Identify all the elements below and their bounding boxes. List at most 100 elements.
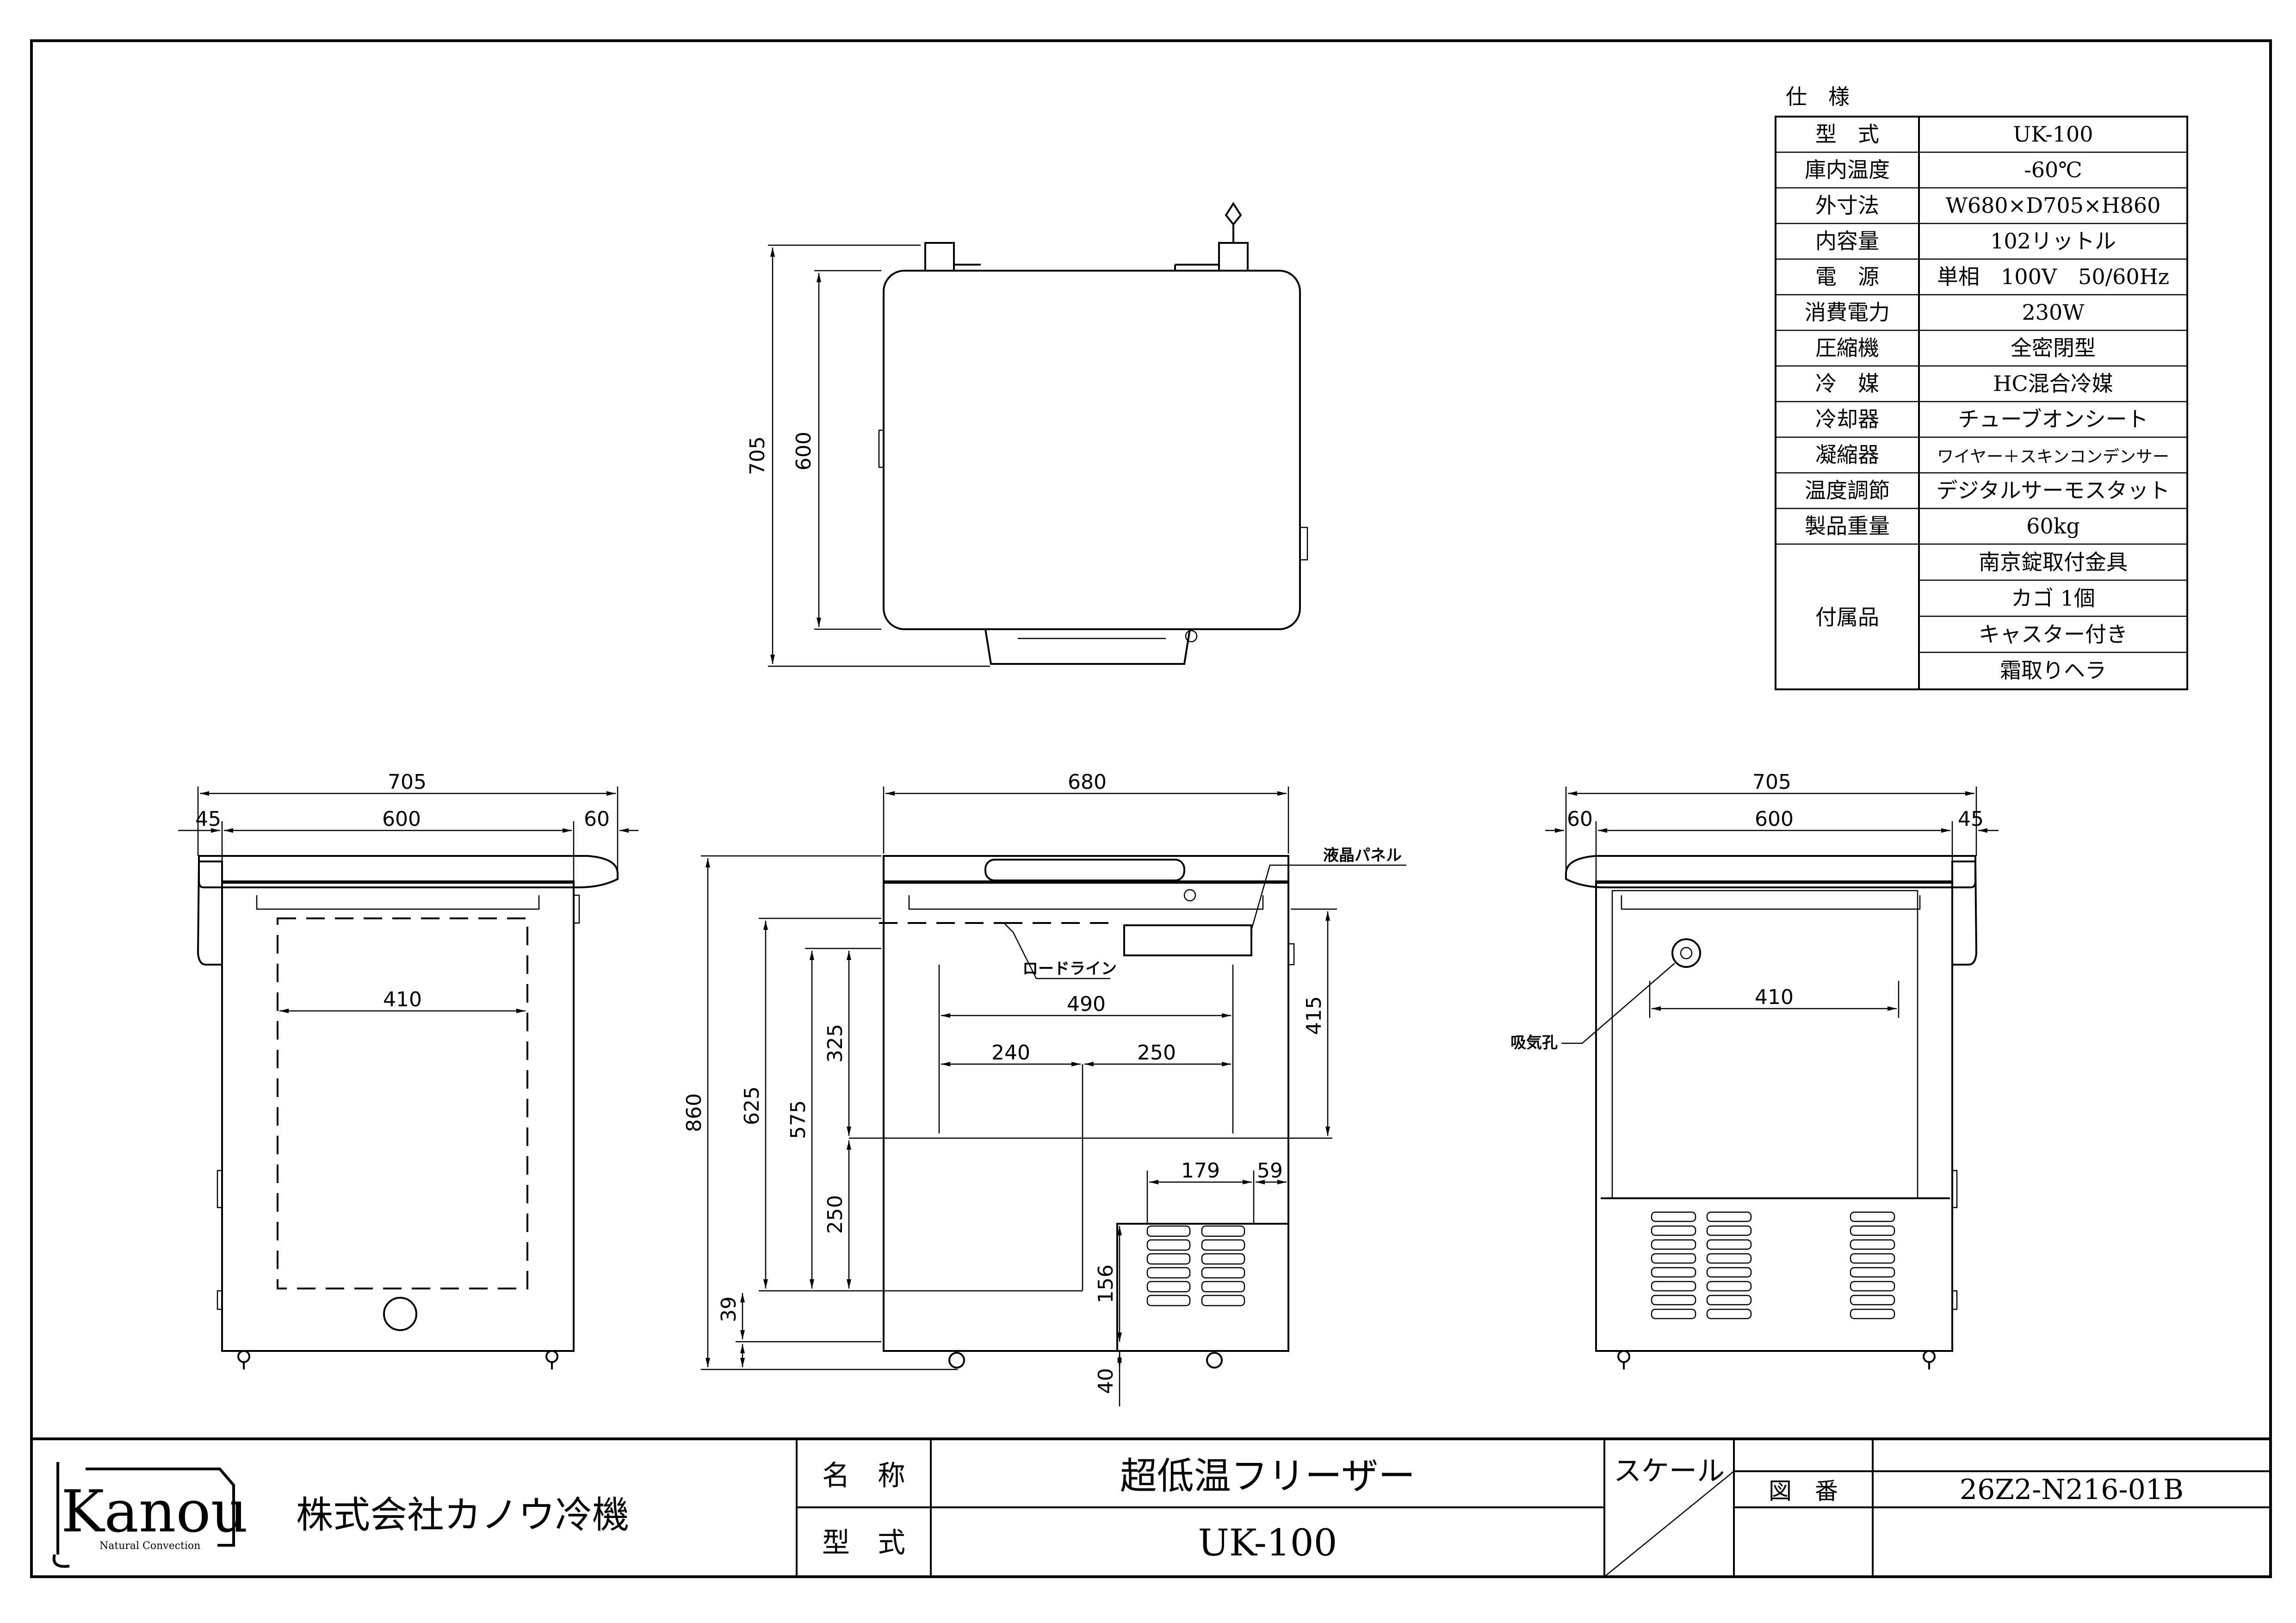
top-view: 705 600 <box>746 202 1308 667</box>
dim-250: 250 <box>1137 1041 1176 1065</box>
right-view-inner <box>1611 890 1918 1199</box>
right-view-body <box>1595 880 1953 1352</box>
left-view-handle <box>197 861 223 966</box>
spec-label: 冷 媒 <box>1815 371 1879 396</box>
spec-value: -60℃ <box>2024 157 2082 182</box>
spec-label: 冷却器 <box>1815 407 1879 432</box>
scale-label: スケール <box>1614 1455 1725 1487</box>
dim-705: 705 <box>746 436 769 475</box>
dim-59: 59 <box>1257 1159 1283 1183</box>
dim-250: 250 <box>823 1195 847 1234</box>
label-load-line: ロードライン <box>1022 960 1117 978</box>
front-view-body <box>883 880 1289 1352</box>
model-value: UK-100 <box>1198 1521 1337 1564</box>
side-tab-right <box>1299 527 1308 561</box>
dimensions-left <box>178 787 638 1013</box>
accessory-item: キャスター付き <box>1979 622 2128 647</box>
accessory-item: カゴ 1個 <box>2011 586 2095 611</box>
lock-icon <box>1225 202 1242 243</box>
spec-row-lines <box>1776 151 2187 653</box>
vent-slots <box>1146 1225 1245 1307</box>
left-side-view: 705 45 600 60 410 <box>178 770 638 1369</box>
dim-490: 490 <box>1067 992 1106 1016</box>
logo-text: Kanou <box>61 1478 248 1545</box>
dim-45: 45 <box>1958 807 1984 831</box>
spec-value: 230W <box>2022 300 2085 325</box>
spec-label: 型 式 <box>1815 122 1879 147</box>
dim-410: 410 <box>1755 985 1794 1009</box>
lcd-panel <box>1123 924 1252 956</box>
label-intake: 吸気孔 <box>1510 1034 1558 1052</box>
spec-label: 内容量 <box>1815 229 1879 254</box>
dim-575: 575 <box>786 1100 810 1139</box>
sheet-border <box>30 39 2272 1578</box>
accessory-item: 霜取りヘラ <box>2000 658 2106 683</box>
model-label: 型 式 <box>822 1527 905 1559</box>
caster-icon <box>948 1352 965 1369</box>
spec-value: 102リットル <box>1990 229 2116 254</box>
accessory-item: 南京錠取付金具 <box>1979 550 2128 575</box>
dim-45: 45 <box>195 807 221 831</box>
spec-label: 消費電力 <box>1805 300 1890 325</box>
dim-415: 415 <box>1302 996 1326 1035</box>
spec-value: チューブオンシート <box>1958 407 2148 432</box>
dimensions-top <box>768 244 990 667</box>
caster-icon <box>1617 1350 1630 1363</box>
spec-value: HC混合冷媒 <box>1993 371 2113 396</box>
left-view-body <box>221 880 575 1352</box>
company-name: 株式会社カノウ冷機 <box>296 1493 629 1536</box>
spec-title: 仕 様 <box>1786 84 1850 109</box>
vent-grille <box>1116 1223 1289 1352</box>
spec-label: 温度調節 <box>1805 478 1890 503</box>
front-view-handle <box>984 859 1185 881</box>
front-view-lid <box>883 855 1289 884</box>
vent-slots <box>1651 1211 1895 1319</box>
accessories-label: 付属品 <box>1815 605 1879 630</box>
right-side-view: 705 60 600 45 410 吸気孔 <box>1510 770 1999 1369</box>
dim-40: 40 <box>1094 1368 1118 1394</box>
dim-179: 179 <box>1181 1159 1220 1183</box>
title-block: Kanou Natural Convection 株式会社カノウ冷機 名 称 超… <box>31 1437 2271 1577</box>
dim-680: 680 <box>1068 770 1107 794</box>
name-value: 超低温フリーザー <box>1120 1455 1415 1498</box>
spec-label: 凝縮器 <box>1815 442 1879 467</box>
drain-icon <box>383 1297 417 1331</box>
dim-600: 600 <box>382 807 421 831</box>
spec-value: 単相 100V 50/60Hz <box>1937 264 2169 289</box>
dim-705: 705 <box>388 770 427 794</box>
caster-icon <box>1185 630 1198 643</box>
spec-label: 電 源 <box>1815 264 1879 289</box>
dim-325: 325 <box>823 1024 847 1063</box>
spec-table: 仕 様 型 式 UK-100 庫内温度 -60℃ 外寸法 <box>1775 84 2188 690</box>
dim-600: 600 <box>1755 807 1794 831</box>
caster-icon <box>1923 1350 1936 1363</box>
spec-value: 60kg <box>2026 514 2080 539</box>
dim-600: 600 <box>792 432 816 471</box>
spec-value: デジタルサーモスタット <box>1936 478 2170 503</box>
dim-39: 39 <box>717 1296 741 1322</box>
right-view-handle <box>1951 861 1978 966</box>
caster-icon <box>545 1350 558 1363</box>
name-label: 名 称 <box>822 1460 905 1492</box>
dim-860: 860 <box>682 1093 706 1132</box>
top-view-body <box>883 270 1301 630</box>
lock-icon <box>1183 889 1196 902</box>
drawing-no-label: 図 番 <box>1769 1478 1838 1505</box>
top-view-handle-left <box>924 242 955 272</box>
dim-705: 705 <box>1752 770 1791 794</box>
spec-value: 全密閉型 <box>2011 335 2096 360</box>
spec-table-frame <box>1775 116 2188 690</box>
dim-60: 60 <box>1567 807 1593 831</box>
dim-60: 60 <box>584 807 610 831</box>
drawing-no-value: 26Z2-N216-01B <box>1960 1474 2184 1506</box>
label-lcd-panel: 液晶パネル <box>1323 846 1402 865</box>
spec-label: 圧縮機 <box>1815 335 1879 360</box>
spec-label: 外寸法 <box>1815 193 1879 218</box>
company-logo: Kanou Natural Convection <box>52 1462 248 1568</box>
spec-label: 庫内温度 <box>1805 157 1890 182</box>
right-view-lid <box>1565 855 1976 888</box>
top-view-handle-right <box>1218 242 1249 272</box>
dimensions-right <box>1545 787 1999 1044</box>
spec-value: ワイヤー＋スキンコンデンサー <box>1937 447 2169 466</box>
